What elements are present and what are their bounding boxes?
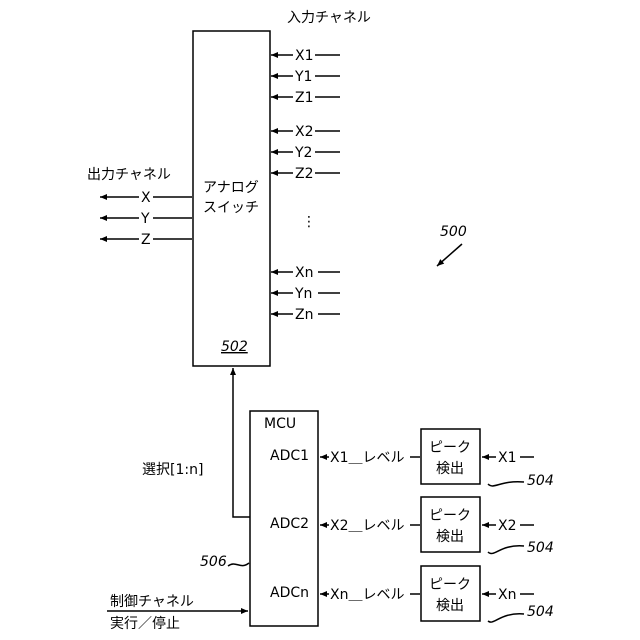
peak-detector-2: ピーク 検出 X2 504 (421, 497, 554, 556)
level-signal-1-label: X1＿レベル (330, 450, 405, 466)
peak-detector-2-input: X2 (498, 518, 517, 534)
output-y: Y (100, 211, 192, 227)
input-x2: X2 (271, 124, 340, 140)
input-zn: Zn (271, 307, 340, 323)
input-xn: Xn (271, 265, 340, 281)
input-z1: Z1 (271, 90, 340, 106)
mcu-title: MCU (264, 416, 296, 432)
input-ellipsis: ⋮ (302, 214, 316, 230)
level-signal-2: X2＿レベル (320, 518, 420, 534)
mcu-port-adcn: ADCn (270, 585, 309, 601)
output-channel-group: X Y Z (100, 190, 192, 248)
input-xn-label: Xn (295, 265, 313, 281)
control-label-1: 制御チャネル (110, 594, 194, 610)
output-x-label: X (141, 190, 151, 206)
input-channel-group: X1 Y1 Z1 X2 Y2 Z2 ⋮ Xn Yn Zn (271, 48, 340, 323)
input-zn-label: Zn (295, 307, 313, 323)
input-y1: Y1 (271, 69, 340, 85)
output-z: Z (100, 232, 192, 248)
input-x2-label: X2 (295, 124, 314, 140)
level-signal-n: Xn＿レベル (320, 587, 420, 603)
peak-detector-n-label-1: ピーク (429, 577, 471, 593)
input-z2-label: Z2 (295, 166, 314, 182)
select-line (233, 368, 250, 517)
input-z2: Z2 (271, 166, 340, 182)
peak-detector-1-label-1: ピーク (429, 440, 471, 456)
output-y-label: Y (140, 211, 150, 227)
input-y1-label: Y1 (294, 69, 312, 85)
mcu-port-adc1: ADC1 (270, 448, 309, 464)
input-y2: Y2 (271, 145, 340, 161)
analog-switch-box (193, 31, 270, 366)
peak-detector-1: ピーク 検出 X1 504 (421, 429, 554, 489)
peak-detector-n-label-2: 検出 (436, 598, 464, 614)
level-signal-n-label: Xn＿レベル (330, 587, 404, 603)
mcu-port-adc2: ADC2 (270, 516, 309, 532)
peak-detector-2-label-1: ピーク (429, 508, 471, 524)
figure-ref-arrow (437, 244, 462, 266)
output-z-label: Z (141, 232, 151, 248)
peak-detector-n-ref: 504 (527, 604, 554, 620)
mcu-ref: 506 (200, 554, 227, 570)
peak-detector-n: ピーク 検出 Xn 504 (421, 566, 554, 622)
input-x1-label: X1 (295, 48, 314, 64)
input-z1-label: Z1 (295, 90, 314, 106)
output-x: X (100, 190, 192, 206)
level-signal-1: X1＿レベル (320, 450, 420, 466)
input-x1: X1 (271, 48, 340, 64)
peak-detector-n-input: Xn (498, 587, 516, 603)
analog-switch-ref: 502 (221, 339, 248, 355)
input-channels-title: 入力チャネル (287, 10, 371, 26)
peak-detector-1-label-2: 検出 (436, 461, 464, 477)
peak-detector-2-ref: 504 (527, 540, 554, 556)
mcu-ref-leader (228, 563, 249, 566)
peak-detector-1-input: X1 (498, 450, 517, 466)
level-signal-2-label: X2＿レベル (330, 518, 405, 534)
analog-switch-label-2: スイッチ (203, 200, 259, 216)
figure-ref: 500 (440, 224, 467, 240)
select-label: 選択[1:n] (142, 462, 203, 478)
input-y2-label: Y2 (294, 145, 312, 161)
peak-detector-2-label-2: 検出 (436, 529, 464, 545)
analog-switch-label-1: アナログ (203, 180, 259, 196)
output-channels-title: 出力チャネル (87, 167, 171, 183)
input-yn-label: Yn (294, 286, 312, 302)
control-label-2: 実行／停止 (110, 615, 180, 632)
input-yn: Yn (271, 286, 340, 302)
peak-detector-1-ref: 504 (527, 473, 554, 489)
